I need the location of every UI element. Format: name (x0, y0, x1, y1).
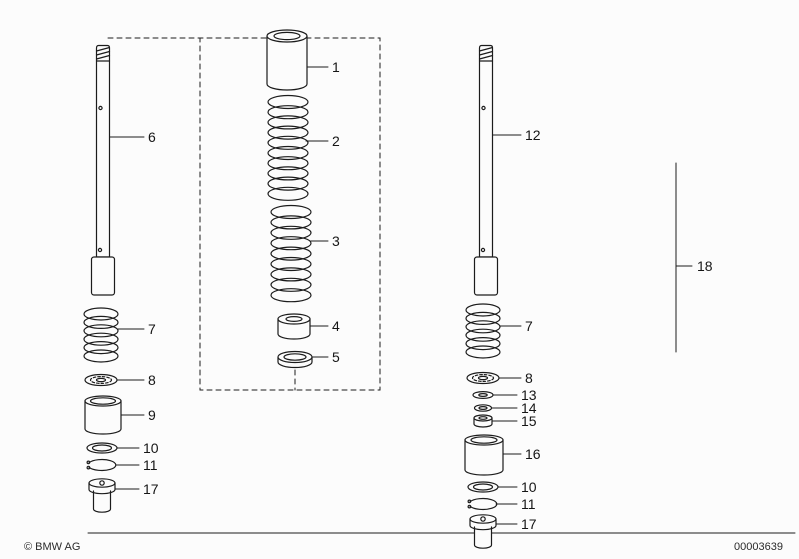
callout-9: 9 (148, 407, 156, 423)
end-cup-right (469, 514, 497, 549)
serrated-washer-right (466, 371, 500, 385)
callout-18: 18 (697, 258, 713, 274)
callout-15: 15 (521, 413, 537, 429)
damper-cap-part (266, 29, 308, 91)
callout-17-left: 17 (143, 481, 159, 497)
callout-13: 13 (521, 387, 537, 403)
callout-12: 12 (525, 127, 541, 143)
flat-washer-right (467, 481, 499, 493)
callout-14: 14 (521, 400, 537, 416)
callout-11-right: 11 (521, 496, 536, 512)
copyright-text: © BMW AG (24, 541, 80, 553)
callout-16: 16 (525, 446, 541, 462)
callout-7-right: 7 (525, 318, 533, 334)
callout-7-left: 7 (148, 321, 156, 337)
damper-piston-part (277, 313, 311, 340)
snap-ring-left (86, 458, 117, 472)
flat-washer-left (86, 442, 118, 454)
callout-8-right: 8 (525, 370, 533, 386)
serrated-washer-left (84, 373, 118, 387)
end-cup-left (88, 478, 116, 513)
callout-10-left: 10 (143, 440, 159, 456)
callout-4: 4 (332, 318, 340, 334)
guide-bushing-left (84, 395, 122, 435)
assembly-bracket-line (675, 162, 693, 353)
callout-8-left: 8 (148, 372, 156, 388)
auxiliary-spring (270, 204, 312, 303)
leader-lines (109, 66, 522, 525)
sleeve-15-part (473, 414, 493, 428)
callout-17-right: 17 (521, 516, 537, 532)
fork-tube-right (473, 44, 499, 296)
callout-1: 1 (332, 59, 340, 75)
doc-number: 00003639 (734, 541, 783, 553)
snap-ring-right (467, 497, 498, 511)
callout-labels: 1 2 3 4 5 6 7 8 9 10 11 17 12 7 8 13 14 … (143, 59, 713, 532)
stop-ring-part (277, 350, 313, 369)
guide-bushing-right (464, 434, 504, 476)
assembly-dashed-outline (107, 37, 381, 391)
callout-10-right: 10 (521, 479, 537, 495)
rebound-spring-left (83, 307, 119, 363)
callout-11-left: 11 (143, 457, 158, 473)
fork-tube-left (90, 44, 116, 296)
seal-ring-14-part (473, 404, 493, 412)
washer-13-part (472, 391, 494, 400)
callout-6: 6 (148, 129, 156, 145)
callout-5: 5 (332, 349, 340, 365)
rebound-spring-right (465, 303, 501, 359)
main-spring (267, 94, 309, 201)
callout-2: 2 (332, 133, 340, 149)
callout-3: 3 (332, 233, 340, 249)
